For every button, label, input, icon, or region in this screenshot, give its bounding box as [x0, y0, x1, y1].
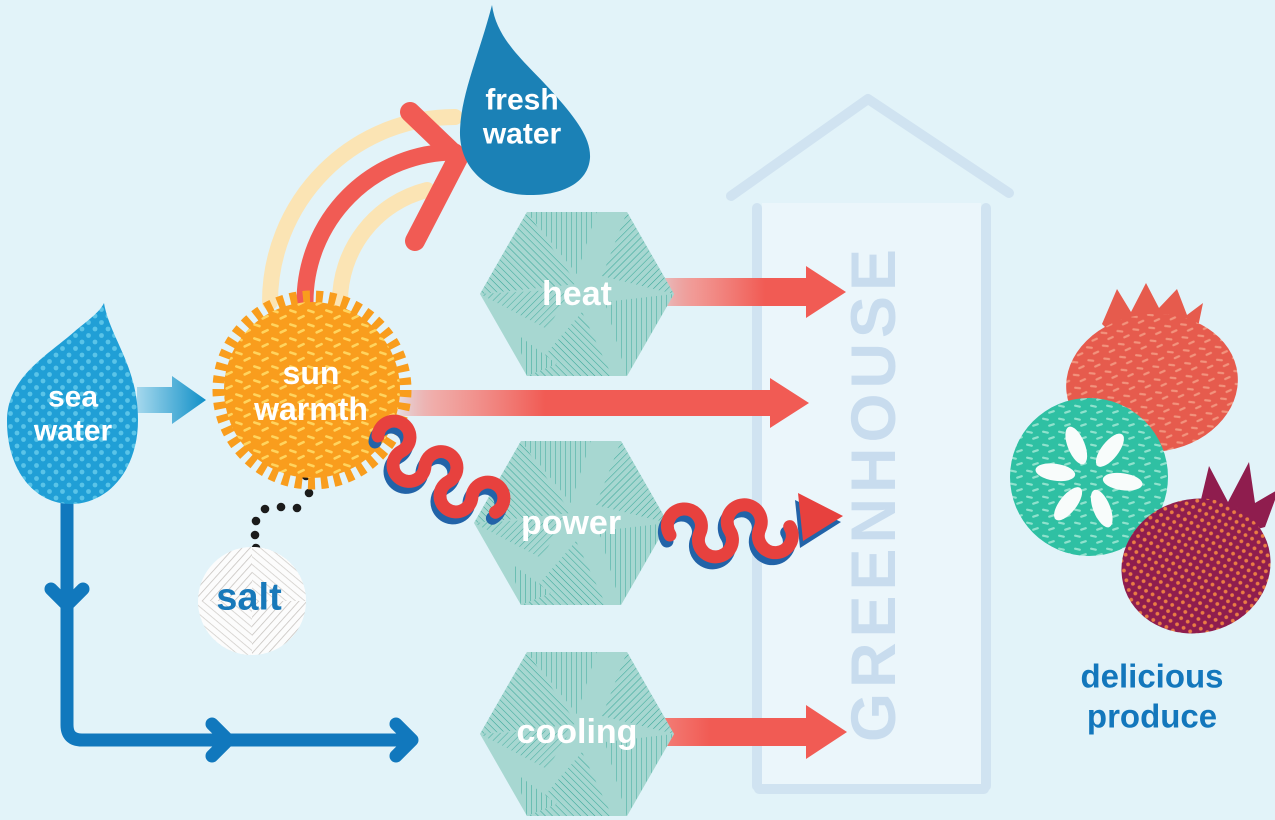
sun-node [212, 290, 412, 490]
label-salt: salt [216, 576, 282, 619]
label-fresh-water: fresh water [482, 83, 562, 150]
greenhouse-roof [726, 94, 1014, 201]
label-sea-water: sea water [33, 380, 113, 447]
arrow-cooling-to-greenhouse [657, 705, 847, 759]
cucumber-slice [1010, 398, 1168, 556]
coil-sun-to-power [368, 414, 511, 525]
fresh-water-drop [459, 5, 591, 196]
greenhouse-house: GREENHOUSE [726, 94, 1014, 794]
arrow-sun-to-greenhouse [388, 378, 809, 428]
arrow-sun-to-freshwater [262, 102, 468, 311]
label-delicious-produce: delicious produce [1080, 657, 1224, 734]
salt-node [198, 547, 306, 655]
arrow-seawater-to-cooling [44, 495, 419, 763]
arrow-heat-to-greenhouse [657, 266, 846, 318]
sea-water-drop [7, 303, 138, 504]
coil-arrowhead [798, 493, 843, 541]
curved-arrowhead [400, 102, 468, 251]
strawberry [1121, 462, 1275, 634]
coil-power-to-greenhouse [657, 493, 843, 570]
greenhouse-label: GREENHOUSE [839, 244, 909, 742]
produce-group [1010, 283, 1275, 634]
arrow-seawater-to-sun [137, 376, 206, 424]
label-power: power [520, 503, 622, 542]
label-cooling: cooling [516, 712, 638, 751]
label-sun-warmth: sun warmth [254, 355, 368, 427]
label-heat: heat [542, 274, 612, 313]
